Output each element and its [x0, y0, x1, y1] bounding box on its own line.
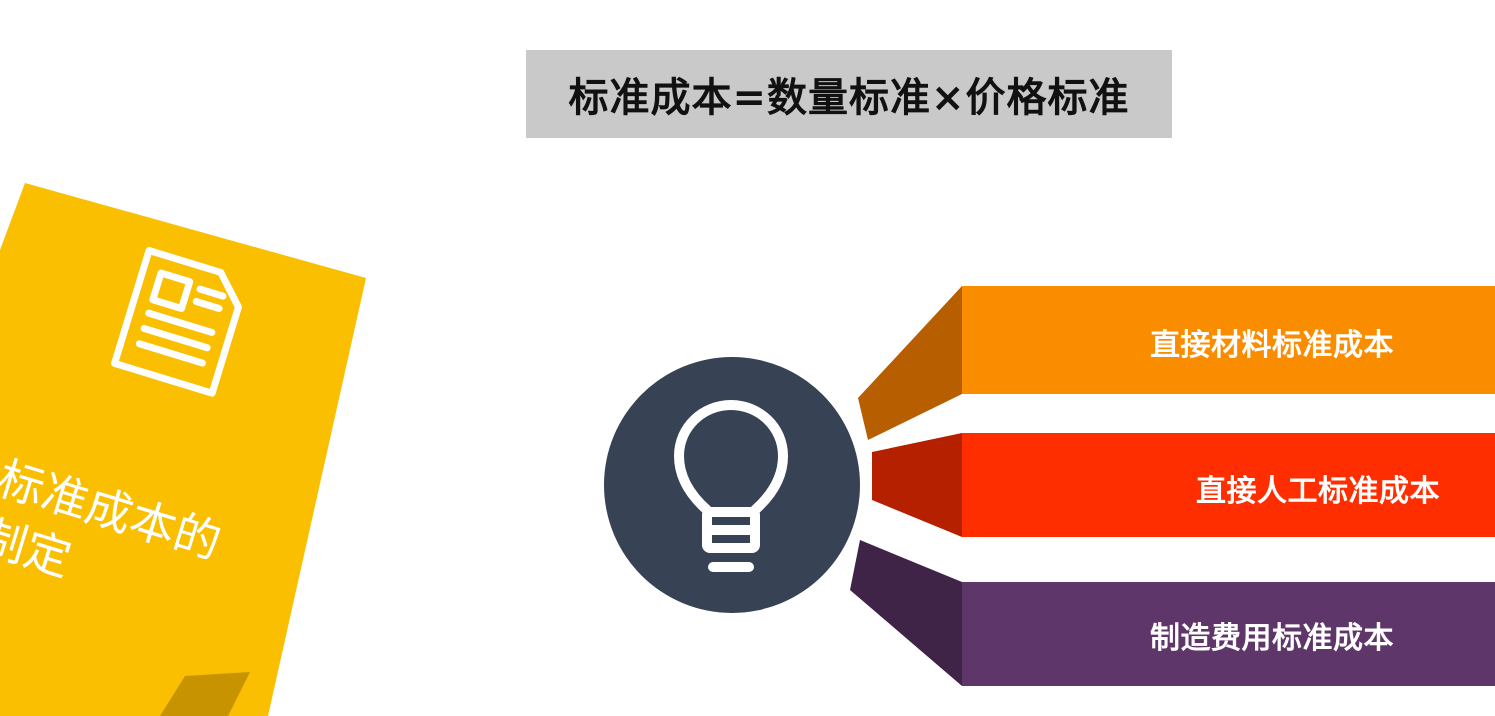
center-circle: [604, 357, 860, 613]
bar-label-1: 直接材料标准成本: [1150, 328, 1394, 363]
sticky-note-curl: [160, 672, 250, 716]
lightbulb-icon: [674, 400, 788, 572]
bar-1: [962, 286, 1495, 394]
document-icon: [111, 247, 242, 397]
formula-title: 标准成本=数量标准×价格标准: [568, 75, 1130, 121]
connector-fold-1: [858, 286, 962, 440]
formula-title-box: 标准成本=数量标准×价格标准: [526, 50, 1172, 138]
connector-fold-2: [872, 433, 962, 537]
sticky-note: [0, 183, 366, 716]
bar-2: [962, 433, 1495, 537]
bar-label-3: 制造费用标准成本: [1150, 621, 1394, 656]
bar-label-2: 直接人工标准成本: [1196, 474, 1440, 509]
bar-3: [962, 582, 1495, 686]
sticky-note-body: [0, 183, 366, 716]
sticky-note-label-wrap: 标准成本的制定: [0, 0, 227, 587]
connector-fold-3: [850, 540, 962, 686]
